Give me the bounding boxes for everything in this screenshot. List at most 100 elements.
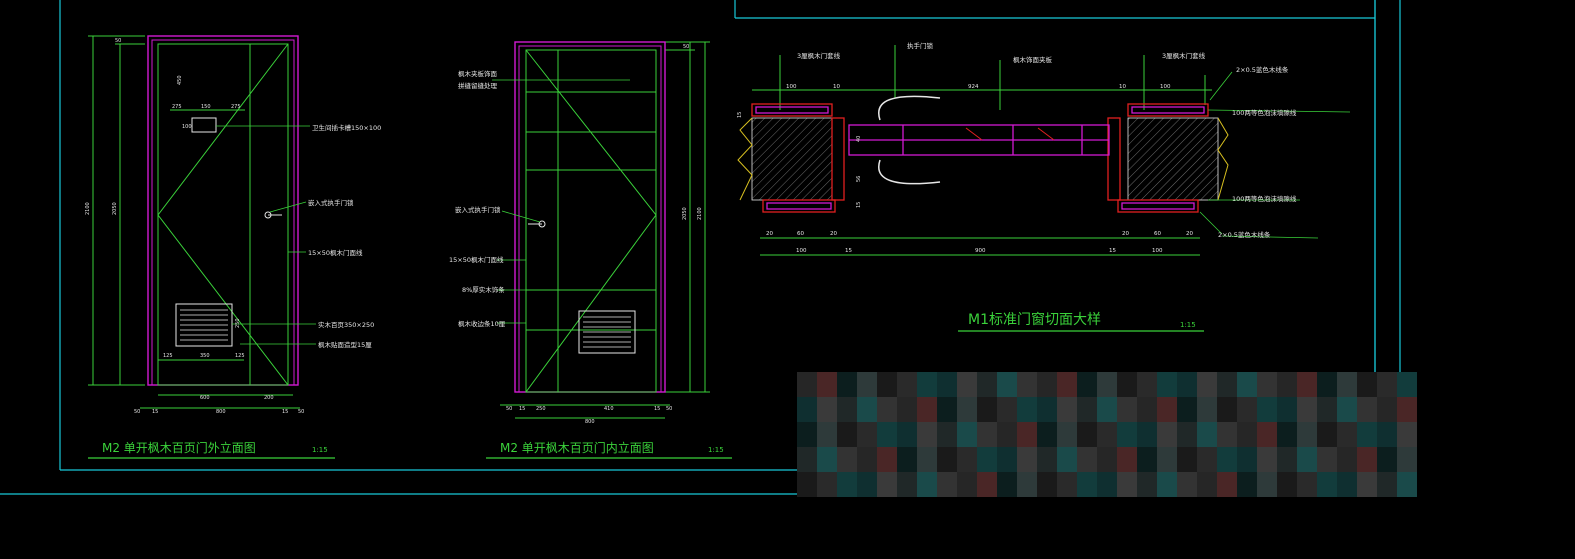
svg-text:250: 250 <box>536 406 546 412</box>
svg-text:450: 450 <box>177 75 183 85</box>
mosaic-tile <box>997 397 1017 422</box>
mosaic-tile <box>917 397 937 422</box>
note-panel-joint: 拼缝留缝处理 <box>458 81 498 90</box>
mosaic-tile <box>897 397 917 422</box>
note-foam-top: 100两等色泡沫填隙线 <box>1232 108 1297 117</box>
svg-text:56: 56 <box>856 176 862 182</box>
svg-text:100: 100 <box>182 124 192 130</box>
mosaic-tile <box>1177 397 1197 422</box>
mosaic-tile <box>1357 397 1377 422</box>
mosaic-tile <box>1277 422 1297 447</box>
mosaic-tile <box>1057 447 1077 472</box>
mosaic-tile <box>1397 447 1417 472</box>
drawing1-scale: 1:15 <box>312 446 328 454</box>
mosaic-tile <box>1237 397 1257 422</box>
mosaic-tile <box>1377 372 1397 397</box>
mosaic-tile <box>1317 447 1337 472</box>
mosaic-tile <box>837 422 857 447</box>
mosaic-tile <box>837 447 857 472</box>
mosaic-tile <box>1077 397 1097 422</box>
mosaic-tile <box>837 372 857 397</box>
mosaic-tile <box>817 447 837 472</box>
mosaic-tile <box>1097 472 1117 497</box>
mosaic-tile <box>977 397 997 422</box>
redacted-mosaic <box>797 372 1417 497</box>
mosaic-tile <box>1277 397 1297 422</box>
svg-text:60: 60 <box>797 231 804 237</box>
mosaic-tile <box>997 447 1017 472</box>
mosaic-tile <box>1077 447 1097 472</box>
mosaic-tile <box>817 422 837 447</box>
mosaic-tile <box>1217 422 1237 447</box>
mosaic-tile <box>1077 372 1097 397</box>
svg-text:150: 150 <box>201 104 211 110</box>
mosaic-tile <box>957 422 977 447</box>
mosaic-tile <box>1297 397 1317 422</box>
mosaic-tile <box>957 447 977 472</box>
svg-text:50: 50 <box>298 409 304 415</box>
svg-text:2100: 2100 <box>697 207 703 220</box>
mosaic-tile <box>1117 422 1137 447</box>
svg-text:410: 410 <box>604 406 614 412</box>
svg-text:15: 15 <box>856 202 862 208</box>
mosaic-tile <box>1057 372 1077 397</box>
mosaic-tile <box>1337 422 1357 447</box>
mosaic-tile <box>1037 472 1057 497</box>
note-panel-veneer: 枫木夹板饰面 <box>458 69 498 78</box>
svg-text:15: 15 <box>1109 248 1116 254</box>
mosaic-tile <box>797 447 817 472</box>
mosaic-tile <box>1397 422 1417 447</box>
mosaic-tile <box>1217 447 1237 472</box>
mosaic-tile <box>937 472 957 497</box>
drawing3-scale: 1:15 <box>1180 321 1196 329</box>
mosaic-tile <box>1317 422 1337 447</box>
svg-text:60: 60 <box>1154 231 1161 237</box>
mosaic-tile <box>1177 472 1197 497</box>
svg-text:50: 50 <box>134 409 140 415</box>
mosaic-tile <box>1177 372 1197 397</box>
mosaic-tile <box>997 372 1017 397</box>
mosaic-tile <box>1377 397 1397 422</box>
note-card-slot: 卫生间插卡槽150×100 <box>312 123 381 132</box>
mosaic-tile <box>1077 422 1097 447</box>
mosaic-tile <box>1357 472 1377 497</box>
mosaic-tile <box>1217 397 1237 422</box>
mosaic-tile <box>1237 447 1257 472</box>
mosaic-tile <box>1037 372 1057 397</box>
mosaic-tile <box>1017 397 1037 422</box>
mosaic-tile <box>1117 397 1137 422</box>
mosaic-tile <box>1377 472 1397 497</box>
mosaic-tile <box>857 397 877 422</box>
note-door-lock: 嵌入式执手门锁 <box>308 198 354 207</box>
mosaic-tile <box>1017 447 1037 472</box>
svg-text:20: 20 <box>1122 231 1129 237</box>
mosaic-tile <box>1137 472 1157 497</box>
mosaic-tile <box>1317 372 1337 397</box>
svg-text:924: 924 <box>968 84 979 90</box>
mosaic-tile <box>1357 372 1377 397</box>
mosaic-tile <box>837 472 857 497</box>
mosaic-tile <box>877 422 897 447</box>
svg-text:20: 20 <box>1186 231 1193 237</box>
mosaic-tile <box>1117 447 1137 472</box>
mosaic-tile <box>1297 372 1317 397</box>
mosaic-tile <box>1397 372 1417 397</box>
mosaic-tile <box>1137 397 1157 422</box>
drawing2-title: M2 单开枫木百页门内立面图 <box>500 440 654 455</box>
mosaic-tile <box>1197 397 1217 422</box>
svg-text:15: 15 <box>519 406 525 412</box>
svg-text:15: 15 <box>152 409 158 415</box>
mosaic-tile <box>897 422 917 447</box>
mosaic-tile <box>1257 472 1277 497</box>
svg-text:50: 50 <box>666 406 672 412</box>
mosaic-tile <box>877 372 897 397</box>
mosaic-tile <box>977 372 997 397</box>
note-trim-left: 3厘枫木门套线 <box>797 51 841 60</box>
mosaic-tile <box>1137 372 1157 397</box>
mosaic-tile <box>877 397 897 422</box>
mosaic-tile <box>1237 372 1257 397</box>
mosaic-tile <box>1177 447 1197 472</box>
mosaic-tile <box>977 472 997 497</box>
mosaic-tile <box>817 397 837 422</box>
mosaic-tile <box>857 447 877 472</box>
